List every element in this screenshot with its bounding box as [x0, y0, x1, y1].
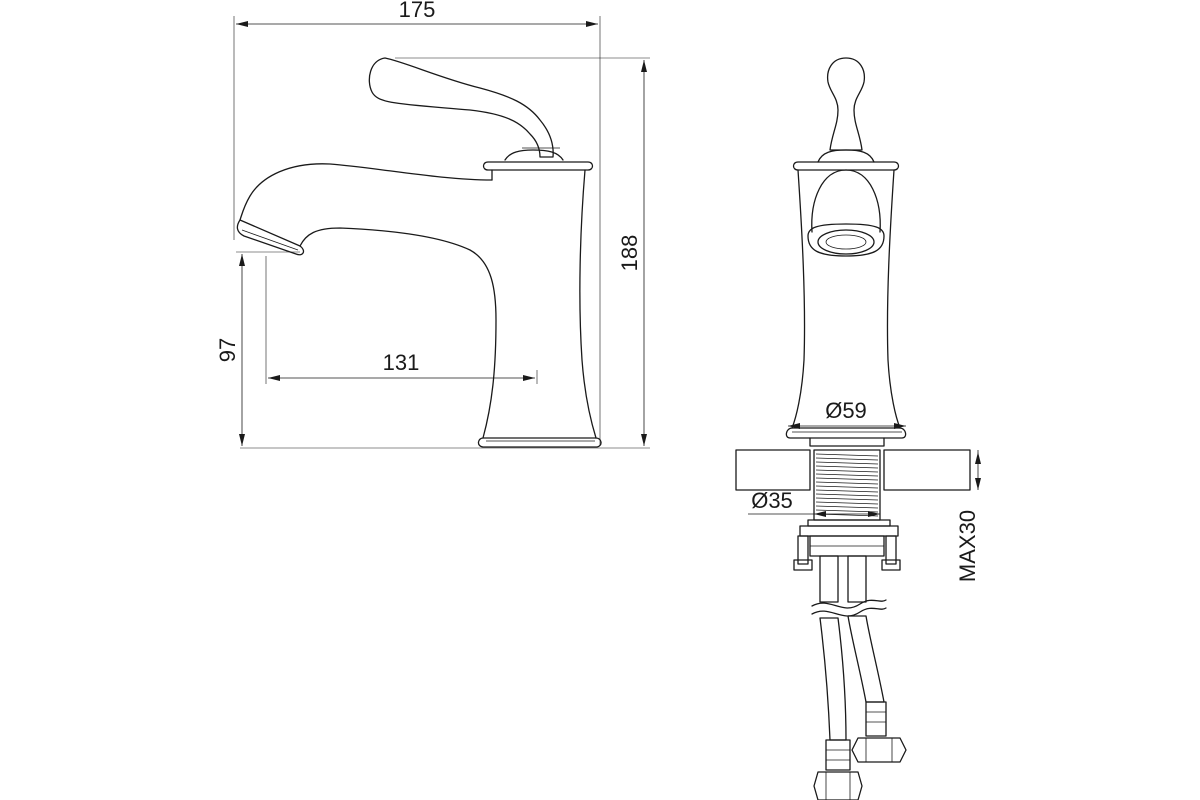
thread-line	[815, 465, 879, 469]
thread-line	[815, 485, 879, 489]
thread-line	[815, 477, 879, 481]
handle-cap	[504, 149, 564, 161]
dim-label-97: 97	[215, 338, 240, 362]
dimension-max-thickness: MAX30	[955, 450, 981, 582]
dimension-spout-height: 97	[215, 251, 300, 446]
thread-line	[815, 453, 879, 457]
hose-left-top	[819, 555, 839, 603]
front-body	[791, 169, 806, 429]
thread-line	[815, 461, 879, 465]
hose-left-bottom	[819, 617, 847, 741]
front-spout	[811, 169, 881, 233]
spout	[239, 163, 493, 221]
deck-right	[883, 449, 971, 491]
faucet-base	[477, 437, 602, 448]
thread-line	[815, 457, 879, 461]
front-view	[785, 57, 907, 447]
flexible-hoses	[811, 555, 907, 800]
dim-label-59: Ø59	[825, 398, 867, 423]
thread-line	[815, 481, 879, 485]
dimension-base-diameter: Ø59	[788, 398, 906, 429]
dim-label-max30: MAX30	[955, 510, 980, 582]
hex-nut-right	[851, 737, 907, 763]
deck-left	[735, 449, 811, 491]
hose-right-bottom	[847, 615, 885, 703]
faucet-body	[579, 169, 597, 439]
spout-outlet	[236, 219, 305, 256]
countertop-section	[735, 449, 971, 491]
thread-line	[815, 505, 879, 509]
dim-label-131: 131	[383, 350, 420, 375]
hose-right-top	[847, 555, 867, 603]
knob-handle	[826, 57, 866, 151]
thread-line	[815, 497, 879, 501]
threaded-shank	[808, 449, 886, 521]
dimension-spout-reach: 131	[265, 256, 538, 384]
mounting-nut	[793, 519, 901, 571]
front-base	[785, 427, 907, 439]
thread-line	[815, 473, 879, 477]
dimension-overall-width: 175	[233, 0, 601, 445]
side-view	[236, 57, 602, 448]
lever-handle	[368, 57, 554, 158]
thread-line	[815, 501, 879, 505]
hex-nut-left	[813, 771, 863, 800]
dim-label-35: Ø35	[751, 488, 793, 513]
dimension-thread-diameter: Ø35	[748, 488, 880, 517]
thread-line	[815, 469, 879, 473]
thread-line	[815, 493, 879, 497]
dim-label-175: 175	[399, 0, 436, 22]
thread-line	[815, 489, 879, 493]
dim-label-188: 188	[617, 235, 642, 272]
thread-line	[815, 509, 879, 513]
dimension-overall-height: 188	[240, 57, 650, 449]
aerator-icon	[817, 229, 875, 255]
